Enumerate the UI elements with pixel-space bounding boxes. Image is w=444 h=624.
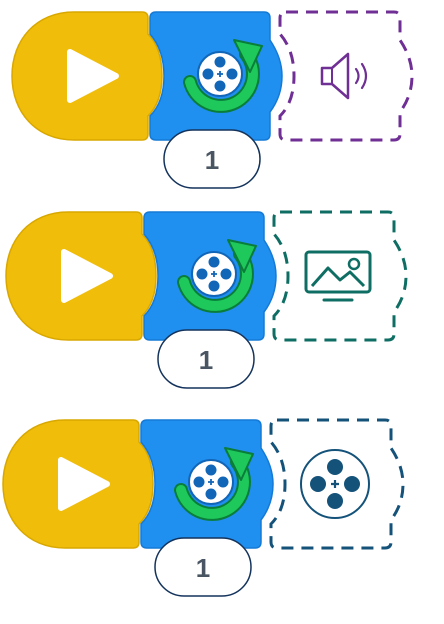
motor-hub-dot (205, 464, 217, 476)
play-icon (67, 49, 119, 103)
motor-hub-plus (208, 479, 214, 485)
motor-hub-dot (220, 268, 232, 280)
rotation-arrow-head (224, 447, 254, 481)
motor-hub-icon (300, 449, 370, 519)
block-row-1: 1 (11, 10, 414, 189)
display-frame (304, 250, 372, 294)
input-slot-outline[interactable] (278, 10, 414, 142)
motor-hub-dot (208, 280, 220, 292)
motor-rotate-icon (177, 239, 257, 313)
hub-dot (310, 476, 326, 492)
speaker-icon (320, 52, 368, 100)
hub-dot (344, 476, 360, 492)
motor-block[interactable] (149, 11, 283, 141)
hub-plus (331, 480, 339, 488)
play-icon (61, 249, 113, 303)
image-display-icon (304, 250, 372, 302)
count-bubble[interactable]: 1 (157, 329, 255, 389)
motor-hub-dot (193, 476, 205, 488)
motor-hub-dot (226, 68, 238, 80)
sun-shape (347, 257, 361, 271)
count-bubble[interactable]: 1 (163, 129, 261, 189)
count-value: 1 (199, 345, 213, 375)
motor-hub-dot (214, 80, 226, 92)
count-value: 1 (196, 553, 210, 583)
motor-hub-dot (205, 488, 217, 500)
motor-hub-plus (211, 271, 217, 277)
motor-block[interactable] (140, 419, 274, 549)
motor-rotate-icon (183, 39, 263, 113)
start-block[interactable] (5, 211, 157, 341)
motor-hub-dot (196, 268, 208, 280)
sound-wave-large (360, 62, 368, 90)
play-icon (58, 457, 110, 511)
rotation-arrow-head (227, 239, 257, 273)
count-value: 1 (205, 145, 219, 175)
motor-hub-plus (217, 71, 223, 77)
input-slot-outline[interactable] (272, 210, 408, 342)
motor-block[interactable] (143, 211, 277, 341)
motor-rotate-icon (174, 447, 254, 521)
motor-hub-dot (214, 56, 226, 68)
motor-hub-dot (208, 256, 220, 268)
sound-wave-small (354, 67, 360, 85)
input-slot[interactable] (278, 10, 414, 142)
count-bubble[interactable]: 1 (154, 537, 252, 597)
mountain-shape (310, 266, 366, 288)
motor-hub-dot (217, 476, 229, 488)
motor-hub-dot (202, 68, 214, 80)
start-block[interactable] (11, 11, 163, 141)
block-row-3: 1 (2, 418, 405, 597)
start-block[interactable] (2, 419, 154, 549)
block-row-2: 1 (5, 210, 408, 389)
input-slot[interactable] (272, 210, 408, 342)
rotation-arrow-head (233, 39, 263, 73)
input-slot[interactable] (269, 418, 405, 550)
hub-dot (327, 493, 343, 509)
hub-dot (327, 459, 343, 475)
